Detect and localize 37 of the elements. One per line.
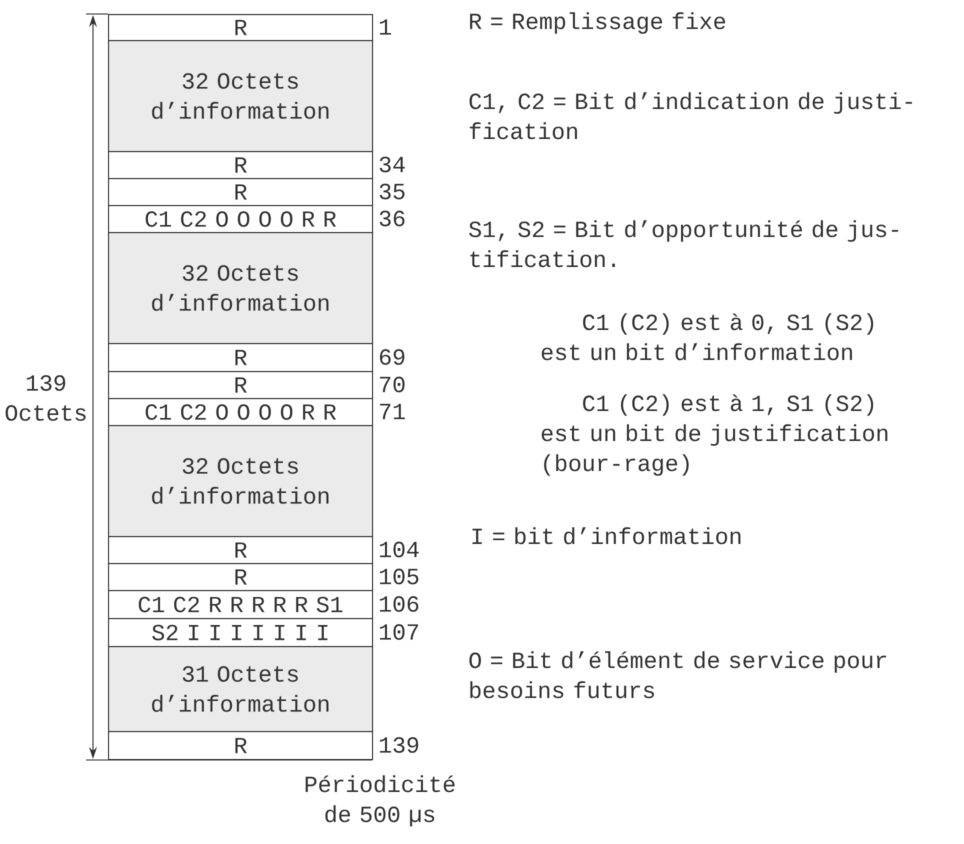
information-block: 32 Octets d’information [108,40,374,152]
note-text: R = Remplissage fixe [470,12,726,34]
row-number: 107 [380,624,418,640]
row-number: 35 [380,184,404,200]
note-text: C1 (C2) est à 1, S1 (S2) est un bit de justification (bour-rage) [542,394,888,476]
frame-row: R [108,536,374,564]
row-number: 70 [380,376,405,392]
note-text: Périodicité de 500 µs [306,775,455,826]
information-block: 31 Octets d’information [108,646,374,732]
frame-row: R [108,14,374,42]
row-number: 34 [380,156,405,172]
row-number: 139 [380,737,418,753]
row-number: 36 [380,210,404,226]
row-number: 69 [380,349,404,365]
frame-row: R [108,731,374,760]
row-number: 104 [380,542,419,558]
note-text: C1, C2 = Bit d’indication de justi-fication [470,92,912,140]
note-text: I = bit d’information [472,527,740,544]
note-text: C1 (C2) est à 0, S1 (S2) est un bit d’information [542,313,874,360]
frame-row: C1 C2 O O O O R R [108,205,374,234]
row-number: 105 [380,568,418,584]
row-number: 71 [380,404,405,420]
frame-row: C1 C2 R R R R R S1 [108,590,374,620]
frame-row: S2 I I I I I I I [108,618,374,648]
frame-row: R [108,563,374,592]
note-text: O = Bit d’élément de service pour besoins futurs [469,651,886,698]
information-block: 32 Octets d’information [108,425,374,538]
frame-row: C1 C2 O O O O R R [108,398,374,426]
note-text: 139 Octets [6,375,86,421]
frame-row: R [108,343,374,372]
frame-row: R [108,151,374,180]
frame-row: R [108,371,374,400]
row-number: 1 [380,19,391,35]
row-number: 106 [380,596,418,612]
note-text: S1, S2 = Bit d’opportunité de jus-tification. [469,220,898,268]
frame-row: R [108,178,374,206]
information-block: 32 Octets d’information [108,232,374,344]
